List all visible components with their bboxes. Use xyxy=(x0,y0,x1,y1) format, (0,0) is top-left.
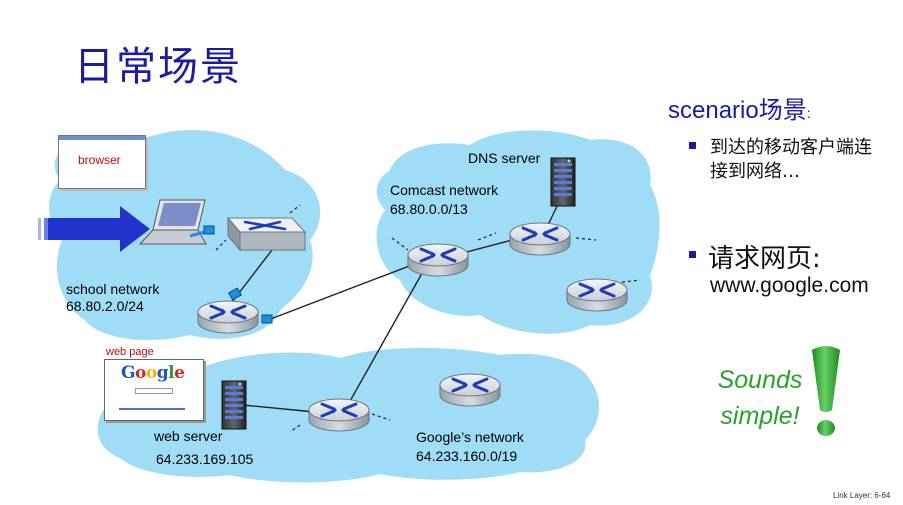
comcast-router xyxy=(406,242,470,278)
page-title: 日常场景 xyxy=(74,44,242,90)
browser-label: browser xyxy=(78,153,121,167)
scenario-heading-colon: : xyxy=(806,105,811,121)
footer-page-number: Link Layer: 6-64 xyxy=(833,491,891,500)
arrival-arrow-icon xyxy=(38,206,150,252)
web-page-window: Google xyxy=(104,359,204,421)
laptop-icon xyxy=(138,199,215,245)
comcast-network-name: Comcast network xyxy=(390,182,499,198)
bullet-request: 请求网页: xyxy=(708,244,821,274)
web-server-ip: 64.233.169.105 xyxy=(156,451,254,467)
google-network-name: Google’s network xyxy=(416,429,524,445)
google-right-router xyxy=(438,372,502,408)
google-logo: Google xyxy=(121,363,185,383)
school-switch xyxy=(226,216,307,252)
link-webserver-google-router xyxy=(242,404,316,413)
sounds-text: Sounds xyxy=(717,366,803,394)
simple-text: simple! xyxy=(720,402,800,430)
dns-server-label: DNS server xyxy=(468,150,541,166)
comcast-right-router xyxy=(508,221,572,257)
school-router xyxy=(196,299,260,335)
exclamation-icon xyxy=(812,346,840,436)
google-network-subnet: 64.233.160.0/19 xyxy=(416,448,518,464)
google-url: www.google.com xyxy=(710,274,869,297)
school-network-subnet: 68.80.2.0/24 xyxy=(66,298,144,314)
dns-server-icon xyxy=(550,157,576,207)
web-server-icon xyxy=(221,380,247,430)
link-school-router-comcast-router xyxy=(267,259,426,321)
school-network-name: school network xyxy=(66,281,160,297)
bullet-arrival: 到达的移动客户端连接到网络… xyxy=(710,137,872,182)
web-page-label: web page xyxy=(106,346,154,358)
search-box xyxy=(135,388,173,394)
scenario-heading-text: scenario场景 xyxy=(668,97,807,124)
bullet-marker xyxy=(689,251,696,258)
scenario-heading: scenario场景: xyxy=(668,90,811,125)
google-router xyxy=(307,397,371,433)
web-server-label: web server xyxy=(154,428,223,444)
comcast-network-subnet: 68.80.0.0/13 xyxy=(390,201,468,217)
comcast-lower-router xyxy=(565,277,629,313)
link-comcast-router-google-router xyxy=(344,267,426,411)
page-links xyxy=(119,408,185,410)
bullet-marker xyxy=(689,142,696,149)
sounds-simple-text: Sounds simple! xyxy=(710,362,810,434)
browser-window xyxy=(58,135,146,189)
